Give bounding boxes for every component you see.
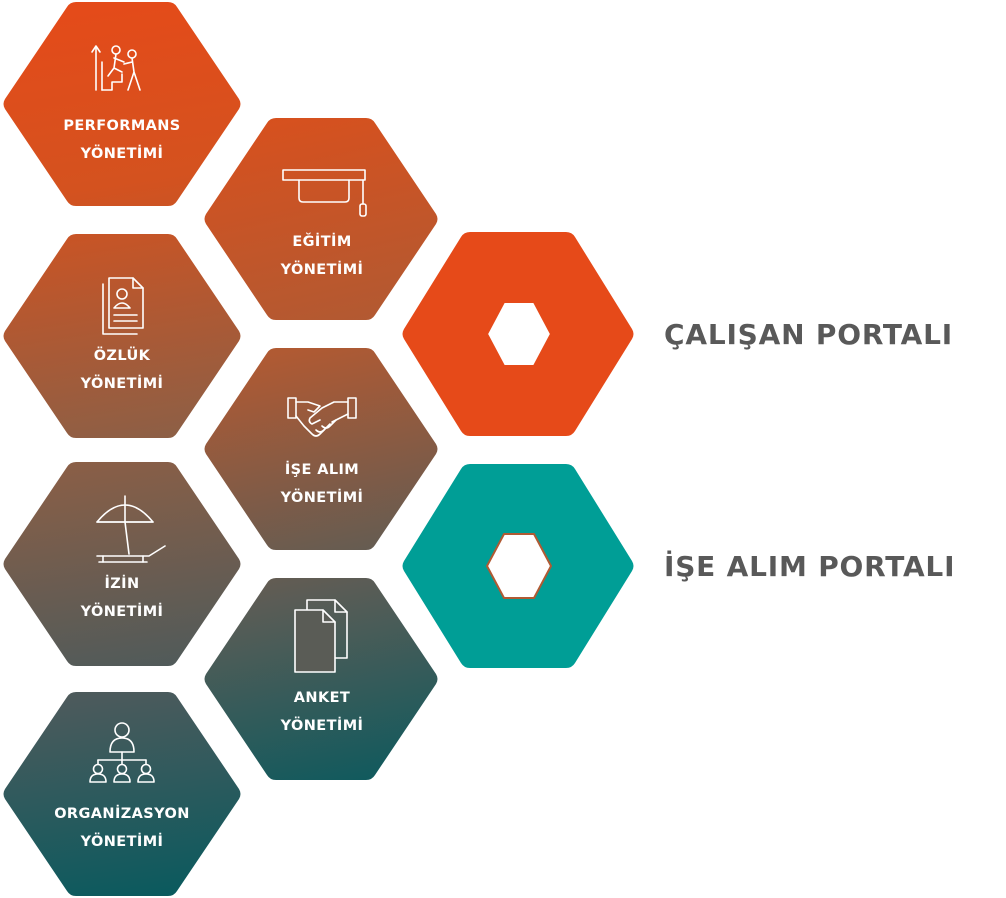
handshake-icon [287,397,357,437]
portal-ise-alim[interactable]: İŞE ALIM PORTALI [402,464,956,668]
ozluk-label-line1: ÖZLÜK [94,346,151,364]
beach-umbrella-icon [96,495,166,563]
hex-tile-performans[interactable]: PERFORMANS YÖNETİMİ [3,2,241,206]
hex-tile-ise-alim[interactable]: İŞE ALIM YÖNETİMİ [204,348,438,550]
resume-document-icon [102,277,144,335]
portal-calisan[interactable]: ÇALIŞAN PORTALI [402,232,953,436]
performans-label-line2: YÖNETİMİ [80,144,164,162]
ise-alim-label-line1: İŞE ALIM [285,461,359,478]
ozluk-label-line2: YÖNETİMİ [80,374,164,392]
organizasyon-label-line2: YÖNETİMİ [80,832,164,850]
anket-label-line2: YÖNETİMİ [280,716,364,734]
survey-documents-icon [294,599,348,673]
hex-tile-ozluk[interactable]: ÖZLÜK YÖNETİMİ [3,234,241,438]
mentoring-climb-icon [91,45,141,91]
hex-tile-organizasyon[interactable]: ORGANİZASYON YÖNETİMİ [3,692,241,896]
organizasyon-label-line1: ORGANİZASYON [54,805,190,822]
portal-calisan-inner-hexagon [486,301,552,367]
portal-calisan-title: ÇALIŞAN PORTALI [664,318,953,351]
izin-label-line2: YÖNETİMİ [80,602,164,620]
ise-alim-label-line2: YÖNETİMİ [280,488,364,506]
anket-label-line1: ANKET [294,690,350,706]
hex-tile-egitim[interactable]: EĞİTİM YÖNETİMİ [204,118,438,320]
egitim-label-line2: YÖNETİMİ [280,260,364,278]
performans-label-line1: PERFORMANS [63,118,180,134]
hex-tile-anket[interactable]: ANKET YÖNETİMİ [204,578,438,780]
izin-label-line1: İZİN [104,575,139,592]
graduation-cap-icon [282,169,367,217]
portal-ise-alim-inner-hexagon [486,533,552,599]
hex-tile-izin[interactable]: İZİN YÖNETİMİ [3,462,241,666]
portal-ise-alim-title: İŞE ALIM PORTALI [664,549,955,583]
egitim-label-line1: EĞİTİM [292,232,351,250]
org-chart-icon [89,722,155,783]
